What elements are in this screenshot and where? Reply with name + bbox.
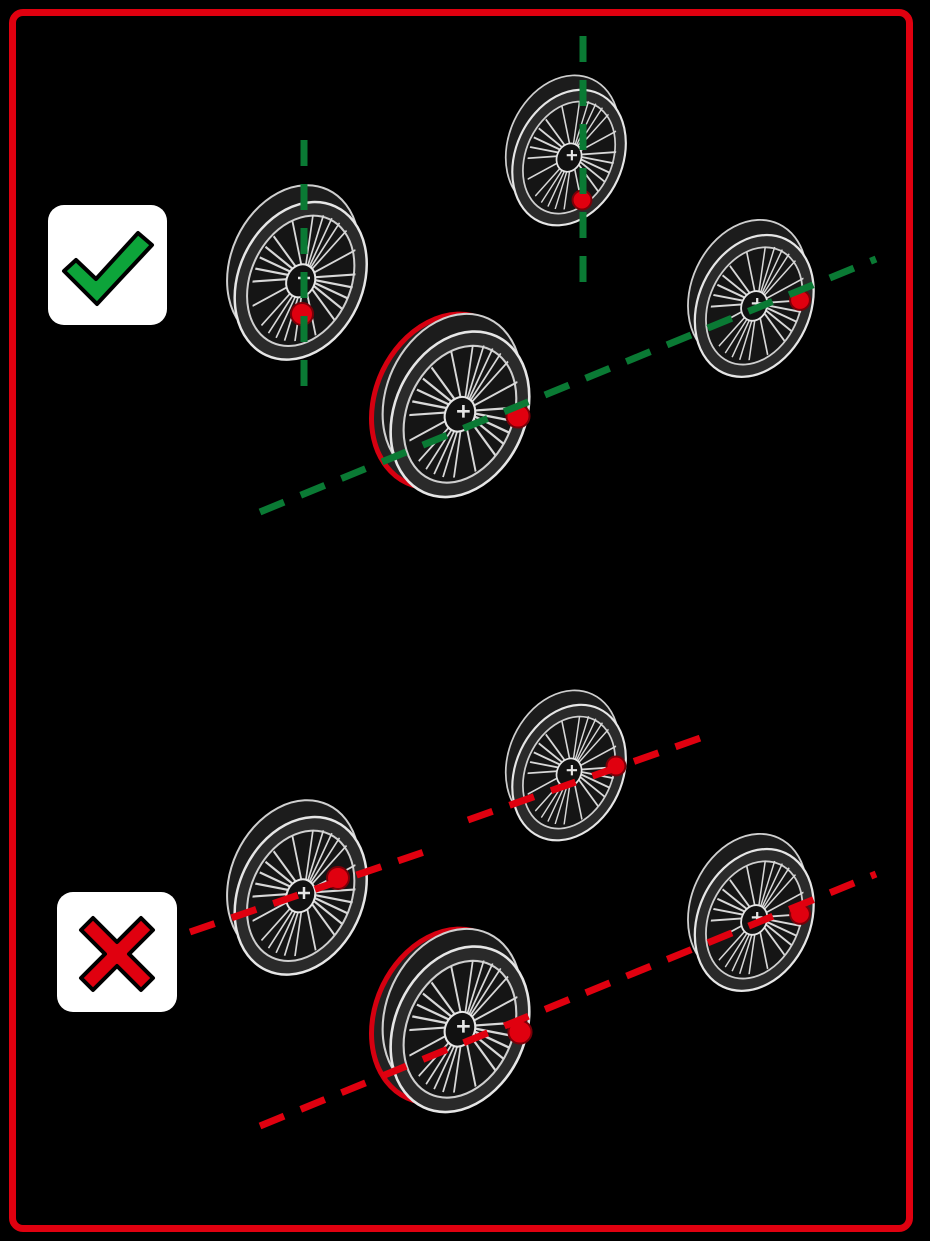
correct-badge [48,205,167,325]
correct-panel [202,36,876,520]
incorrect-panel [190,672,876,1135]
correct-wheel-2 [484,57,647,244]
checkmark-icon [48,205,167,325]
incorrect-wheel-1 [202,779,391,997]
correct-wheel-1 [202,164,391,382]
incorrect-badge [57,892,177,1012]
cross-icon [57,892,177,1012]
